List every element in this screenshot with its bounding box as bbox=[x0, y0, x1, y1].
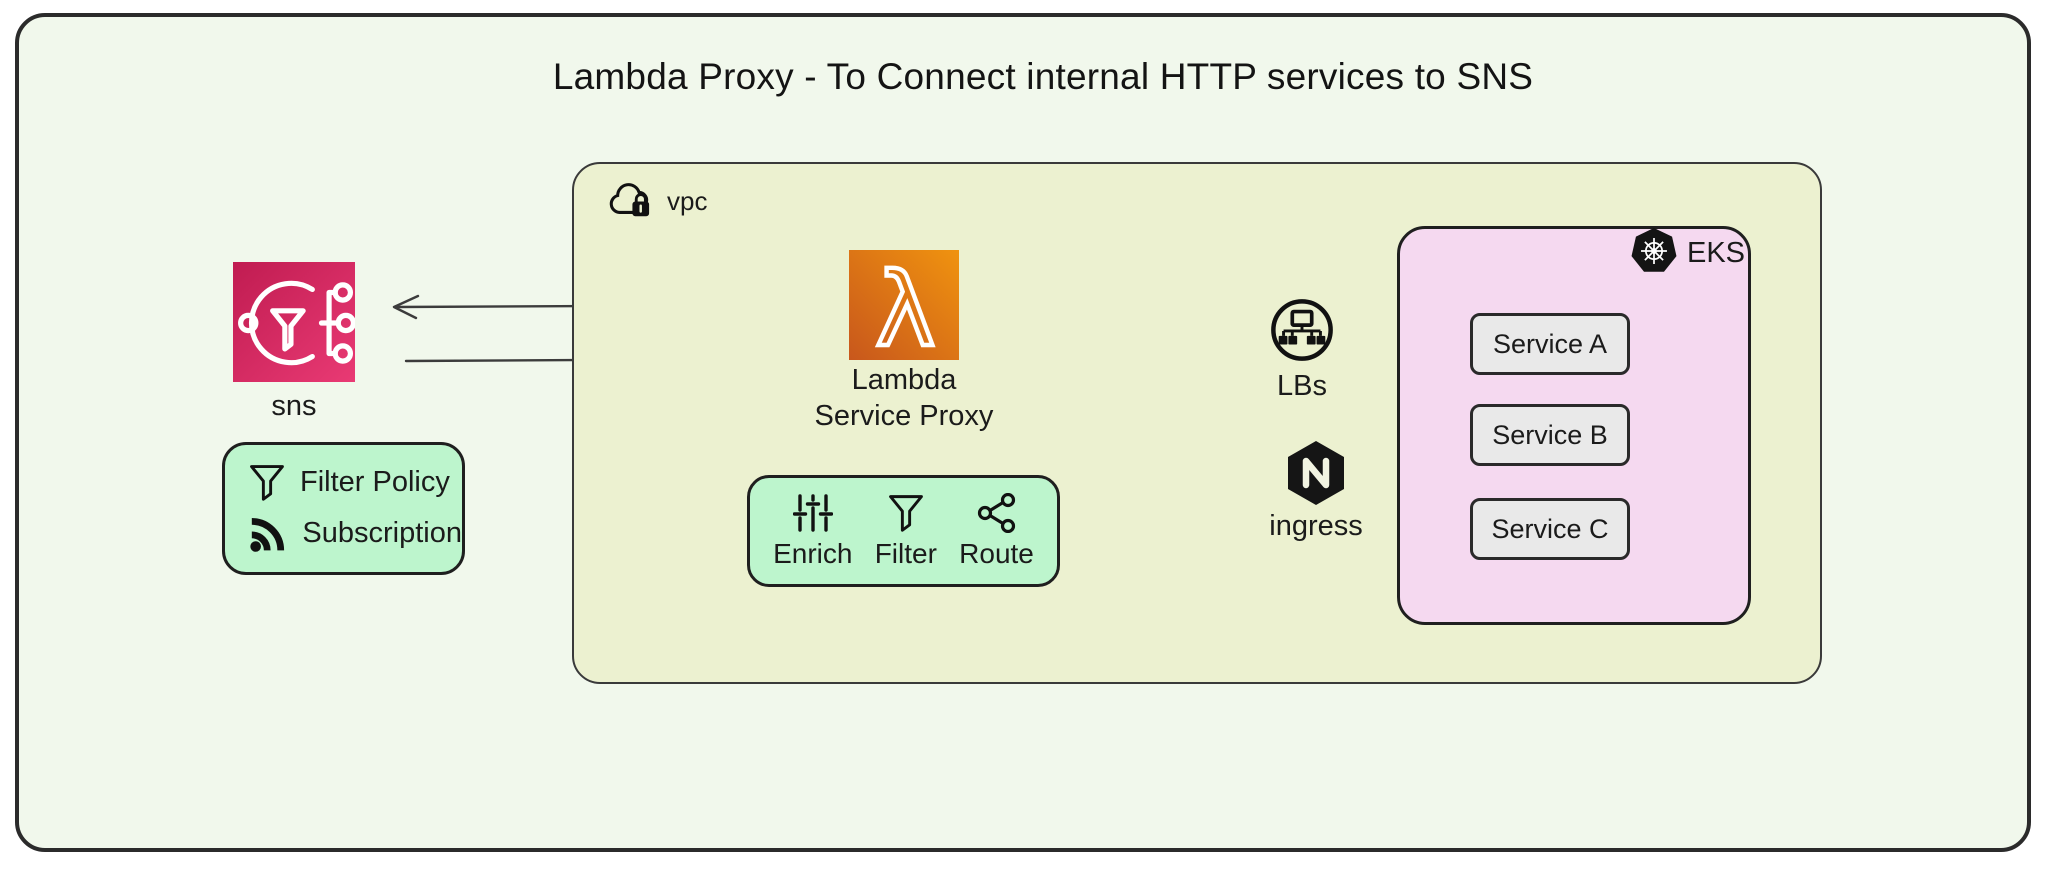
service-c-label: Service C bbox=[1491, 513, 1609, 544]
sns-topic-glyph bbox=[238, 280, 355, 366]
service-a-label: Service A bbox=[1492, 328, 1608, 359]
pipeline-item-filter: Filter bbox=[875, 493, 937, 570]
svg-text:λ: λ bbox=[875, 251, 935, 360]
load-balancer-icon bbox=[1271, 299, 1333, 361]
pipeline-item-enrich: Enrich bbox=[773, 493, 852, 570]
rss-icon bbox=[250, 518, 285, 552]
service-a-box: Service A bbox=[1470, 313, 1630, 375]
cloud-lock-icon bbox=[609, 183, 650, 217]
lambda-glyph: λ bbox=[873, 250, 938, 360]
sns-icon bbox=[233, 262, 355, 382]
pipeline-box: Enrich Filter Route bbox=[747, 475, 1060, 587]
funnel-icon bbox=[250, 465, 284, 501]
nginx-icon bbox=[1288, 441, 1344, 505]
service-c-box: Service C bbox=[1470, 498, 1630, 560]
load-balancers-node: LBs bbox=[1237, 297, 1367, 403]
service-b-box: Service B bbox=[1470, 404, 1630, 466]
share-icon bbox=[977, 492, 1015, 533]
eks-label: EKS bbox=[1687, 237, 1746, 269]
subscription-label: Subscription bbox=[302, 516, 462, 549]
lambda-label-line1: Lambda bbox=[851, 364, 957, 396]
lbs-label: LBs bbox=[1277, 370, 1327, 402]
kubernetes-icon bbox=[1631, 227, 1677, 272]
sns-label: sns bbox=[271, 390, 317, 422]
lambda-icon: λ bbox=[849, 250, 959, 360]
eks-box: EKS Service A Service B Service C bbox=[1397, 226, 1751, 625]
funnel-icon bbox=[888, 494, 923, 532]
lambda-label-line2: Service Proxy bbox=[814, 400, 994, 432]
filter-policy-label: Filter Policy bbox=[300, 465, 450, 498]
diagram-title: Lambda Proxy - To Connect internal HTTP … bbox=[552, 56, 1534, 97]
pipeline-enrich-label: Enrich bbox=[773, 537, 853, 569]
service-b-label: Service B bbox=[1492, 419, 1608, 450]
pipeline-route-label: Route bbox=[959, 537, 1034, 569]
filter-policy-row: Filter Policy bbox=[247, 462, 462, 502]
vpc-box: vpc λ Lambda Service Proxy Enr bbox=[572, 162, 1822, 684]
vpc-header: vpc bbox=[608, 181, 707, 221]
subscription-box: Filter Policy Subscription bbox=[222, 442, 465, 575]
ingress-label: ingress bbox=[1269, 510, 1363, 542]
pipeline-filter-label: Filter bbox=[874, 537, 937, 569]
pipeline-item-route: Route bbox=[959, 492, 1034, 570]
sliders-icon bbox=[792, 493, 833, 532]
vpc-label: vpc bbox=[667, 185, 708, 216]
subscription-row: Subscription bbox=[247, 511, 462, 555]
lambda-label: Lambda Service Proxy bbox=[804, 362, 1004, 434]
ingress-node: ingress bbox=[1251, 440, 1381, 543]
